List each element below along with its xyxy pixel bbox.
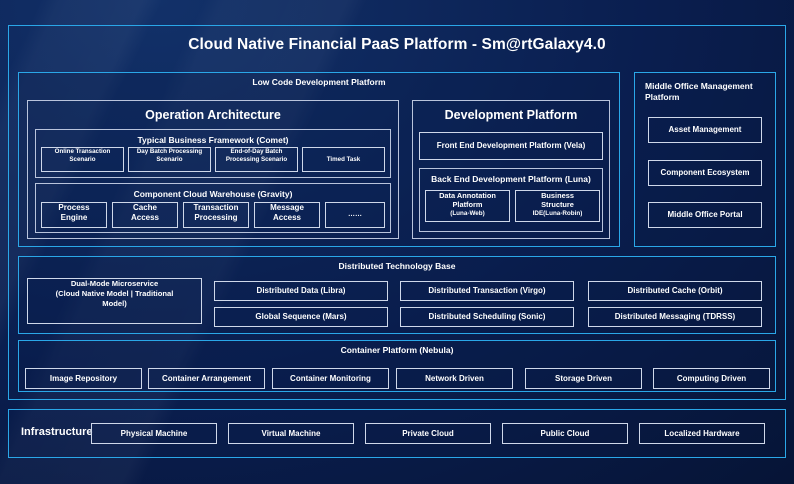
chip-end-of-day-batch-processing-scenario[interactable]: End-of-Day Batch Processing Scenario (215, 147, 298, 172)
chip-line: Scenario (156, 155, 183, 163)
chip-localized-hardware[interactable]: Localized Hardware (639, 423, 765, 444)
chip-line: Day Batch Processing (136, 148, 203, 155)
middle-office-title-line1: Middle Office Management (645, 81, 753, 91)
chip-business-structure-ide[interactable]: Business Structure IDE(Luna-Robin) (515, 190, 600, 222)
chip-container-arrangement[interactable]: Container Arrangement (148, 368, 265, 389)
chip-physical-machine[interactable]: Physical Machine (91, 423, 217, 444)
chip-line: (Cloud Native Model | Traditional (55, 288, 174, 298)
group-typical-business-framework: Typical Business Framework (Comet) (35, 129, 391, 178)
middle-office-title-line2: Platform (645, 92, 680, 103)
chip-line: Business (541, 191, 574, 200)
tech-base-header: Distributed Technology Base (338, 261, 456, 271)
chip-line: Online Transaction (54, 148, 111, 155)
low-code-header: Low Code Development Platform (252, 77, 386, 87)
section-infrastructure: Infrastructure (8, 409, 786, 458)
chip-data-annotation-platform[interactable]: Data Annotation Platform (Luna-Web) (425, 190, 510, 222)
section-middle-office-management-platform: Middle Office Management Platform (634, 72, 776, 247)
chip-line: (Luna-Web) (450, 209, 485, 217)
chip-line: Access (272, 212, 302, 222)
panel-operation-architecture: Operation Architecture (27, 100, 399, 239)
group-component-cloud-warehouse: Component Cloud Warehouse (Gravity) (35, 183, 391, 233)
chip-component-ecosystem[interactable]: Component Ecosystem (648, 160, 762, 186)
back-end-platform-title: Back End Development Platform (Luna) (431, 174, 591, 184)
container-platform-header: Container Platform (Nebula) (340, 345, 454, 355)
chip-virtual-machine[interactable]: Virtual Machine (228, 423, 354, 444)
section-distributed-technology-base: Distributed Technology Base (18, 256, 776, 334)
chip-transaction-processing[interactable]: Transaction Processing (183, 202, 249, 228)
chip-line: Processing (194, 212, 238, 222)
infrastructure-label: Infrastructure (21, 426, 93, 438)
chip-timed-task[interactable]: Timed Task (302, 147, 385, 172)
chip-storage-driven[interactable]: Storage Driven (525, 368, 642, 389)
chip-distributed-cache-orbit[interactable]: Distributed Cache (Orbit) (588, 281, 762, 301)
chip-line: Engine (60, 212, 88, 222)
business-framework-title: Typical Business Framework (Comet) (137, 135, 289, 145)
chip-public-cloud[interactable]: Public Cloud (502, 423, 628, 444)
chip-message-access[interactable]: Message Access (254, 202, 320, 228)
chip-line: Structure (541, 200, 574, 210)
chip-container-monitoring[interactable]: Container Monitoring (272, 368, 389, 389)
panel-development-platform: Development Platform (412, 100, 610, 239)
chip-line: Cache (132, 203, 157, 212)
group-back-end-development-platform: Back End Development Platform (Luna) (419, 168, 603, 232)
chip-dual-mode-microservice[interactable]: Dual-Mode Microservice (Cloud Native Mod… (27, 278, 202, 324)
middle-office-title: Middle Office Management Platform (645, 81, 773, 104)
chip-line: Message (270, 203, 304, 212)
chip-day-batch-processing-scenario[interactable]: Day Batch Processing Scenario (128, 147, 211, 172)
chip-line: Scenario (69, 155, 96, 163)
chip-asset-management[interactable]: Asset Management (648, 117, 762, 143)
component-warehouse-title: Component Cloud Warehouse (Gravity) (133, 189, 293, 199)
chip-private-cloud[interactable]: Private Cloud (365, 423, 491, 444)
chip-global-sequence-mars[interactable]: Global Sequence (Mars) (214, 307, 388, 327)
chip-line: Data Annotation (439, 191, 496, 200)
chip-line: End-of-Day Batch (230, 148, 283, 155)
chip-line: Platform (452, 200, 483, 210)
chip-cache-access[interactable]: Cache Access (112, 202, 178, 228)
chip-line: Processing Scenario (225, 155, 288, 163)
chip-line: IDE(Luna-Robin) (532, 209, 583, 217)
chip-distributed-scheduling-sonic[interactable]: Distributed Scheduling (Sonic) (400, 307, 574, 327)
section-container-platform: Container Platform (Nebula) (18, 340, 776, 392)
chip-more-ellipsis[interactable]: …… (325, 202, 385, 228)
chip-front-end-development-platform[interactable]: Front End Development Platform (Vela) (419, 132, 603, 160)
chip-distributed-messaging-tdrss[interactable]: Distributed Messaging (TDRSS) (588, 307, 762, 327)
platform-outer-frame: Cloud Native Financial PaaS Platform - S… (8, 25, 786, 400)
chip-distributed-transaction-virgo[interactable]: Distributed Transaction (Virgo) (400, 281, 574, 301)
chip-process-engine[interactable]: Process Engine (41, 202, 107, 228)
chip-line: Dual-Mode Microservice (70, 279, 159, 288)
chip-line: Transaction (193, 203, 239, 212)
chip-middle-office-portal[interactable]: Middle Office Portal (648, 202, 762, 228)
development-platform-title: Development Platform (444, 108, 578, 122)
chip-line: Access (130, 212, 160, 222)
operation-architecture-title: Operation Architecture (145, 108, 281, 122)
page-title: Cloud Native Financial PaaS Platform - S… (188, 36, 606, 53)
chip-network-driven[interactable]: Network Driven (396, 368, 513, 389)
chip-line: Process (58, 203, 90, 212)
chip-online-transaction-scenario[interactable]: Online Transaction Scenario (41, 147, 124, 172)
chip-distributed-data-libra[interactable]: Distributed Data (Libra) (214, 281, 388, 301)
chip-line: Model) (102, 298, 127, 308)
chip-computing-driven[interactable]: Computing Driven (653, 368, 770, 389)
chip-image-repository[interactable]: Image Repository (25, 368, 142, 389)
